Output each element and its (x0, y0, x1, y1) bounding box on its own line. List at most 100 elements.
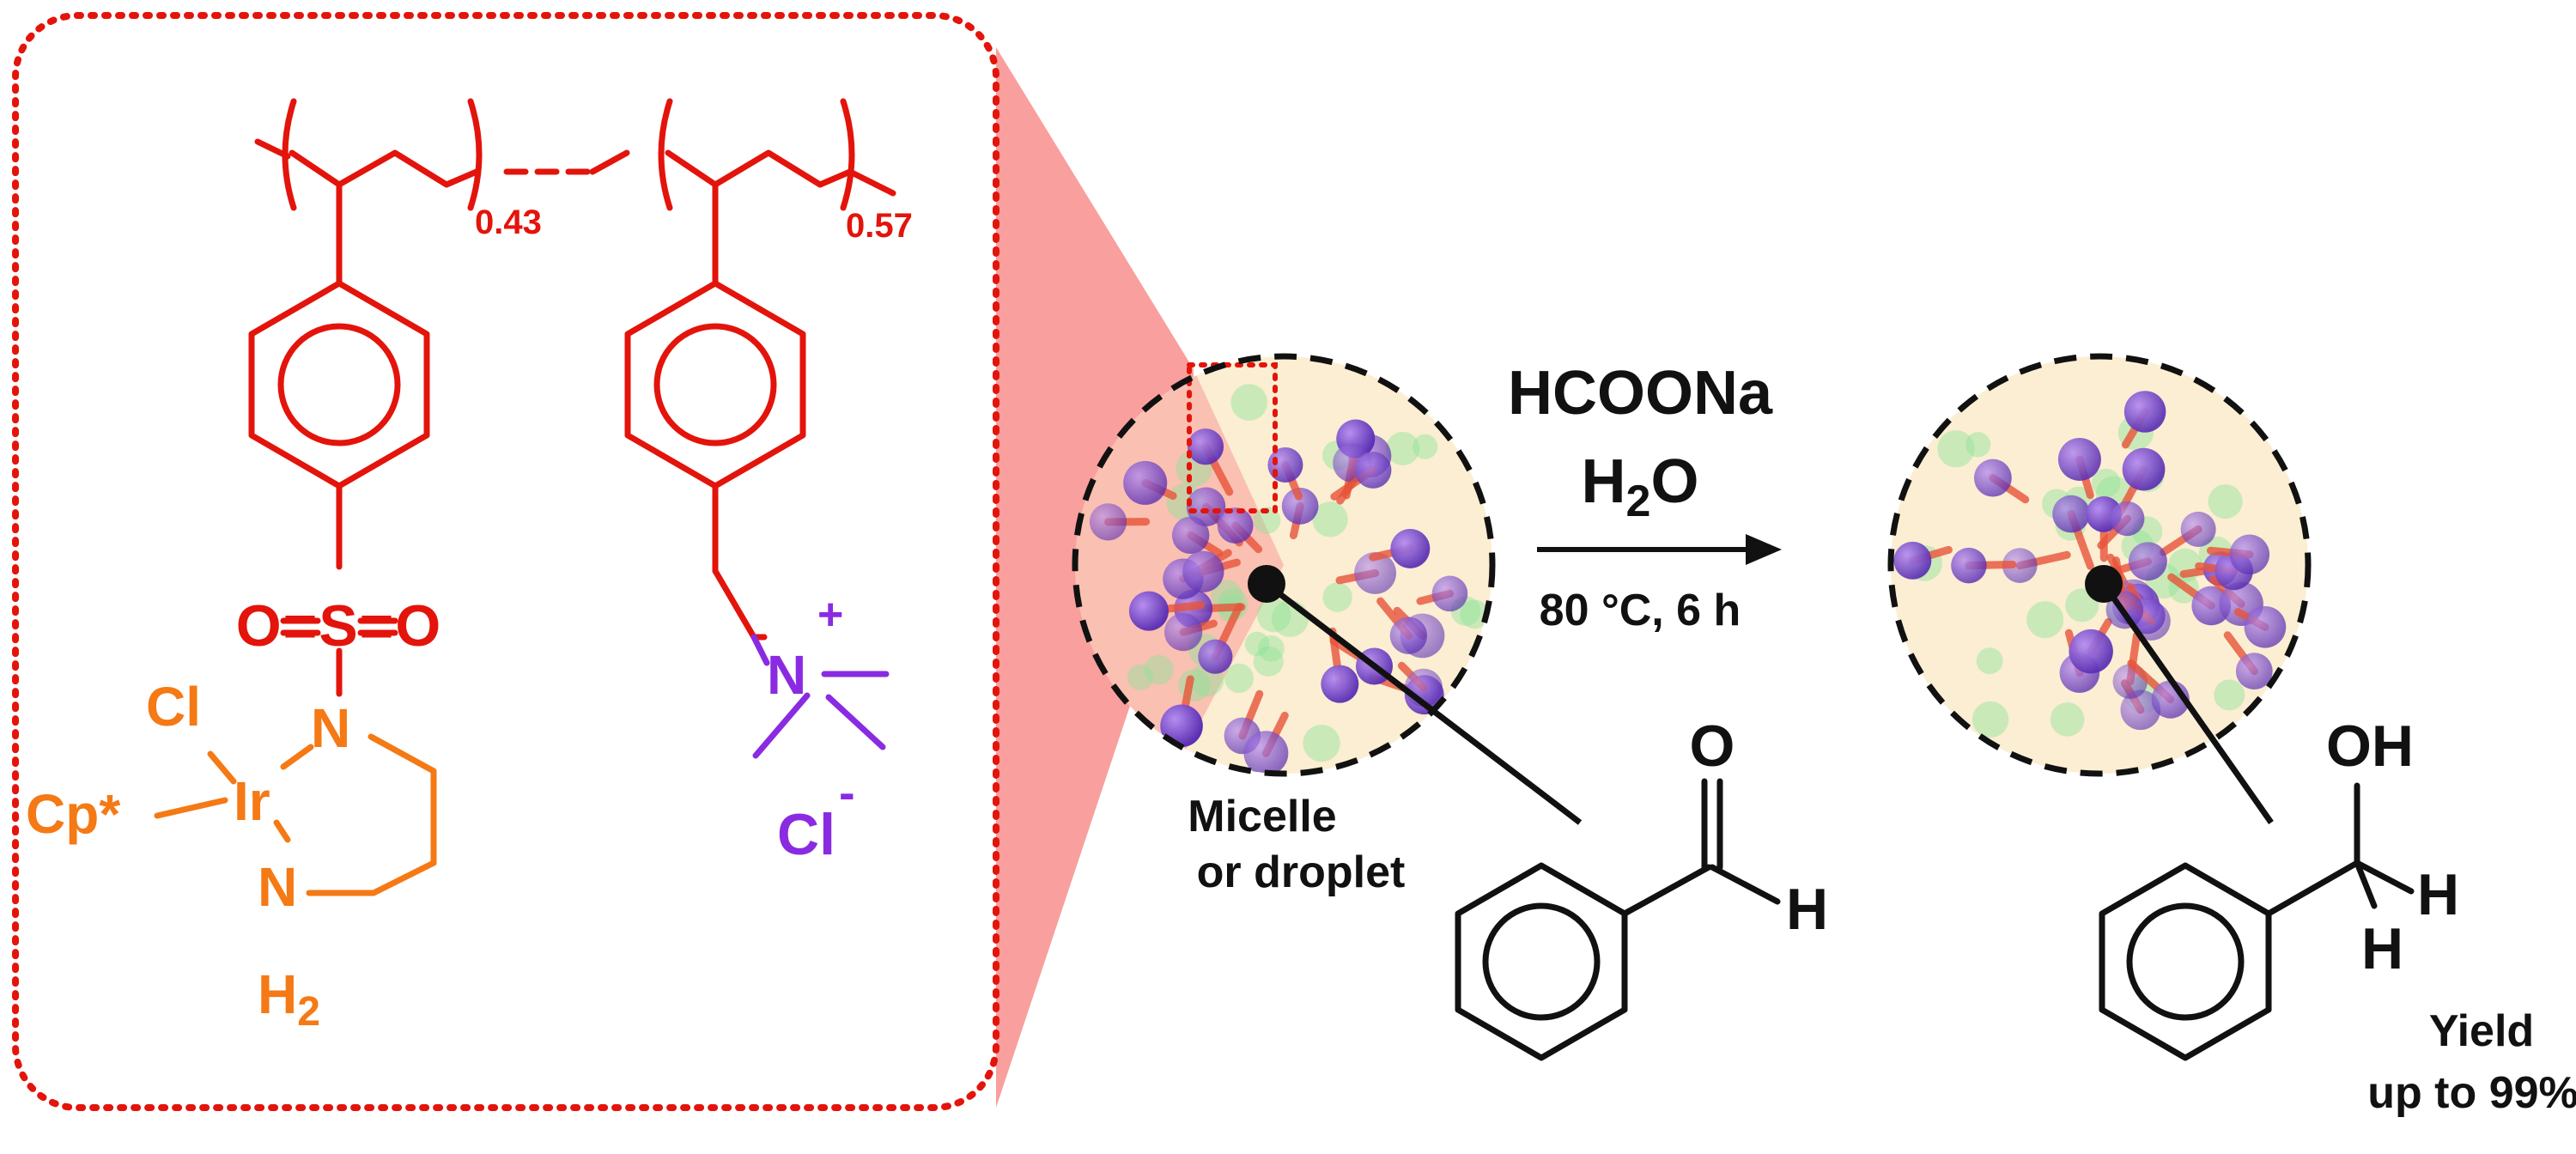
surfactant-head (1128, 591, 1169, 631)
catalyst-iridium: Ir (234, 770, 270, 832)
zoom-focus-box (1187, 362, 1278, 513)
surfactant-head (1164, 612, 1203, 652)
catalyst-chloride: Cl (146, 676, 201, 738)
counterion-charge: - (839, 765, 855, 819)
background-bead (2026, 601, 2064, 639)
surfactant-head (1267, 446, 1303, 483)
surfactant-head (1089, 503, 1127, 541)
catalyst-bonds (154, 733, 437, 896)
ammonium-bonds (750, 634, 890, 759)
background-bead (2208, 484, 2243, 519)
background-bead (1965, 432, 1991, 458)
surfactant-head (1354, 552, 1396, 594)
surfactant-head (2244, 605, 2287, 648)
background-bead (1413, 434, 1438, 459)
background-bead (1976, 647, 2003, 675)
surfactant-head (2122, 447, 2166, 491)
surfactant-head (1354, 452, 1392, 489)
surfactant-head (1321, 665, 1359, 703)
surfactant-head (1186, 487, 1226, 526)
catalyst-nitrogen-bottom: N (258, 856, 297, 918)
surfactant-head (1160, 704, 1203, 748)
bracket-left-1 (282, 98, 297, 211)
background-bead (1386, 431, 1420, 466)
background-bead (2092, 468, 2121, 498)
surfactant-head (1171, 516, 1210, 555)
background-bead (1144, 654, 1174, 685)
reaction-arrow-head (1746, 534, 1782, 565)
surfactant-head (1951, 547, 1987, 584)
solvent-label: H2O (1582, 447, 1699, 526)
background-bead (2214, 679, 2245, 711)
reagent-label: HCOONa (1508, 359, 1773, 428)
background-bead (1230, 384, 1268, 421)
surfactant-head (2057, 438, 2101, 481)
background-bead (1256, 598, 1291, 633)
bracket-right-1 (467, 98, 483, 211)
surfactant-head (1187, 428, 1224, 465)
surfactant-head (1893, 541, 1932, 580)
block2-subscript: 0.57 (846, 207, 913, 245)
background-bead (1312, 501, 1348, 538)
catalyst-amine-h2: H2 (258, 963, 320, 1035)
conditions-label: 80 °C, 6 h (1540, 586, 1741, 635)
micelle-label-line2: or droplet (1197, 847, 1406, 897)
ammonium-counterion: Cl (777, 802, 835, 867)
surfactant-head (1281, 487, 1319, 525)
surfactant-head (1390, 528, 1431, 568)
aldehyde-oxygen: O (1690, 714, 1735, 779)
product-hydrogen-a: H (2417, 862, 2459, 927)
micelle-pointer (1264, 581, 1583, 825)
background-bead (1971, 701, 2009, 738)
catalyst-frame (12, 12, 999, 1111)
background-bead (1244, 631, 1270, 657)
ammonium-charge: + (817, 590, 843, 640)
surfactant-head (2002, 548, 2038, 583)
background-bead (1253, 646, 1284, 677)
surfactant-head (2123, 391, 2166, 433)
hydroxyl-group: OH (2326, 714, 2414, 779)
bracket-right-2 (840, 98, 855, 211)
bracket-left-2 (658, 98, 673, 211)
benzaldehyde-structure (1455, 778, 1781, 1061)
surfactant-head (2110, 501, 2145, 537)
surfactant-head (2120, 689, 2161, 731)
surfactant-head (2235, 653, 2273, 690)
surfactant-head (2128, 542, 2167, 581)
polymer-structure (248, 98, 896, 697)
benzyl-alcohol-structure (2099, 782, 2415, 1061)
surfactant-head (1431, 575, 1468, 612)
surfactant-head (1389, 616, 1428, 654)
micelle-pointer (2101, 581, 2274, 825)
background-bead (1937, 430, 1975, 468)
zoom-overlay (1075, 356, 1284, 774)
sulfonyl-group: O=S=O (236, 593, 443, 659)
ammonium-nitrogen: N (767, 644, 806, 706)
catalyst-cp-star: Cp* (26, 783, 120, 845)
aldehyde-hydrogen: H (1786, 877, 1828, 942)
catalyst-nitrogen-top: N (311, 697, 350, 759)
surfactant-head (1198, 639, 1233, 674)
yield-label-line1: Yield (2429, 1006, 2534, 1056)
product-hydrogen-b: H (2361, 916, 2403, 981)
background-bead (1303, 724, 1340, 762)
background-bead (1253, 507, 1281, 534)
surfactant-head (2229, 534, 2270, 574)
micelle-label-line1: Micelle (1188, 792, 1336, 841)
micelle-before (1072, 353, 1583, 825)
surfactant-head (1243, 731, 1289, 774)
surfactant-head (2052, 495, 2090, 533)
background-bead (1127, 664, 1154, 690)
surfactant-head (2180, 511, 2216, 547)
background-bead (1322, 582, 1352, 612)
background-bead (1224, 663, 1255, 694)
surfactant-head (1182, 550, 1224, 592)
yield-label-line2: up to 99% (2367, 1068, 2576, 1118)
background-bead (2050, 702, 2085, 737)
surfactant-head (2069, 629, 2113, 674)
micelle-after (1887, 353, 2312, 825)
background-bead (1258, 635, 1285, 662)
surfactant-head (1123, 460, 1168, 505)
surfactant-head (1973, 459, 2012, 497)
